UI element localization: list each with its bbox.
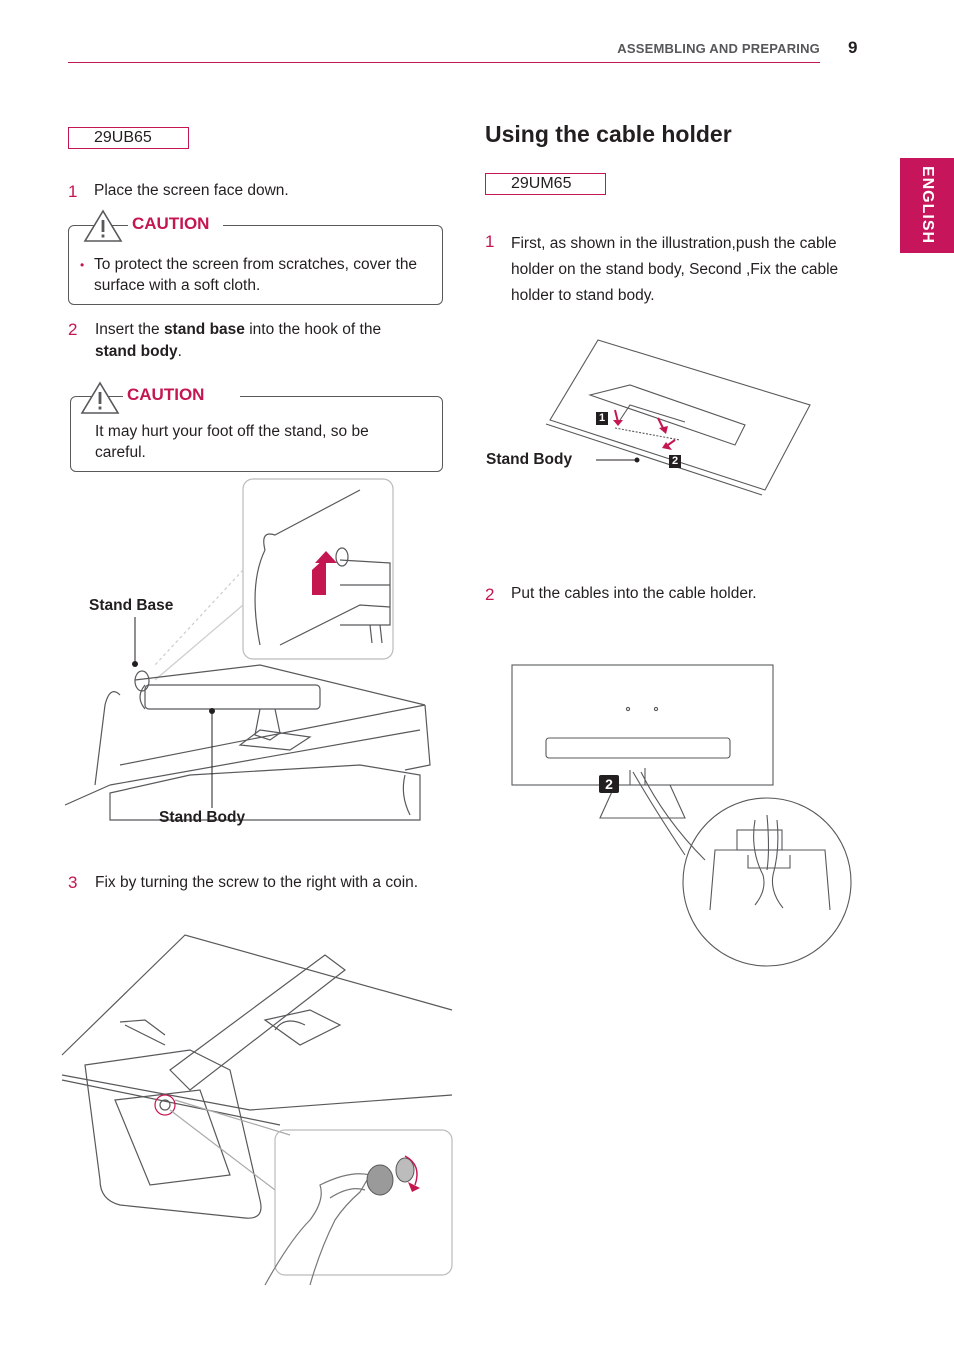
marker-number: 1 xyxy=(598,412,606,424)
page-number: 9 xyxy=(848,38,858,57)
header-rule xyxy=(68,62,820,63)
marker-box xyxy=(596,412,608,425)
screw-coin-illustration xyxy=(61,934,453,1286)
caution-text: It may hurt your foot off the stand, so … xyxy=(95,423,369,461)
step-number: 1 xyxy=(68,182,78,201)
cable-holder-illustration xyxy=(545,339,811,496)
language-tab-label: ENGLISH xyxy=(919,165,936,245)
marker-box xyxy=(599,775,619,793)
step-text: Fix by turning the screw to the right wi… xyxy=(95,874,419,891)
bullet-dot: • xyxy=(80,258,85,272)
warning-icon xyxy=(83,209,123,242)
step-number: 2 xyxy=(485,585,495,604)
caution-text: To protect the screen from scratches, co… xyxy=(94,256,418,294)
step-number: 1 xyxy=(485,232,495,251)
callout-dot xyxy=(209,708,215,714)
marker-number: 2 xyxy=(605,776,613,792)
step-text-bold: stand body xyxy=(95,343,178,360)
section-title: Using the cable holder xyxy=(485,121,732,147)
stand-base-illustration xyxy=(64,478,431,821)
step-number: 2 xyxy=(68,320,78,339)
marker-number: 2 xyxy=(671,455,679,467)
caution-label: CAUTION xyxy=(128,214,224,234)
cables-in-holder-illustration xyxy=(511,664,852,967)
callout-stand-body: Stand Body xyxy=(486,451,573,468)
step-text-part: . xyxy=(177,343,182,360)
caution-box xyxy=(68,225,443,305)
model-label-29ub65: 29UB65 xyxy=(68,127,189,149)
step-text-bold: stand base xyxy=(163,321,245,338)
step-text: First, as shown in the illustration,push… xyxy=(511,235,839,304)
callout-dot xyxy=(132,661,138,667)
step-text: Put the cables into the cable holder. xyxy=(511,585,757,602)
marker-box xyxy=(669,455,681,468)
step-text: Place the screen face down. xyxy=(94,182,289,199)
callout-stand-base: Stand Base xyxy=(89,597,174,614)
step-text: Insert the stand base into the hook of t… xyxy=(95,319,425,363)
step-text-part: Insert the xyxy=(95,321,164,338)
callout-stand-body: Stand Body xyxy=(159,809,246,826)
caution-label: CAUTION xyxy=(123,385,241,405)
step-number: 3 xyxy=(68,873,78,892)
step-text-part: into the hook of the xyxy=(244,321,382,338)
warning-icon xyxy=(80,381,120,414)
caution-box xyxy=(70,396,443,472)
model-label-29um65: 29UM65 xyxy=(485,173,606,195)
language-tab: ENGLISH xyxy=(900,158,954,253)
running-header: ASSEMBLING AND PREPARING xyxy=(617,41,820,56)
